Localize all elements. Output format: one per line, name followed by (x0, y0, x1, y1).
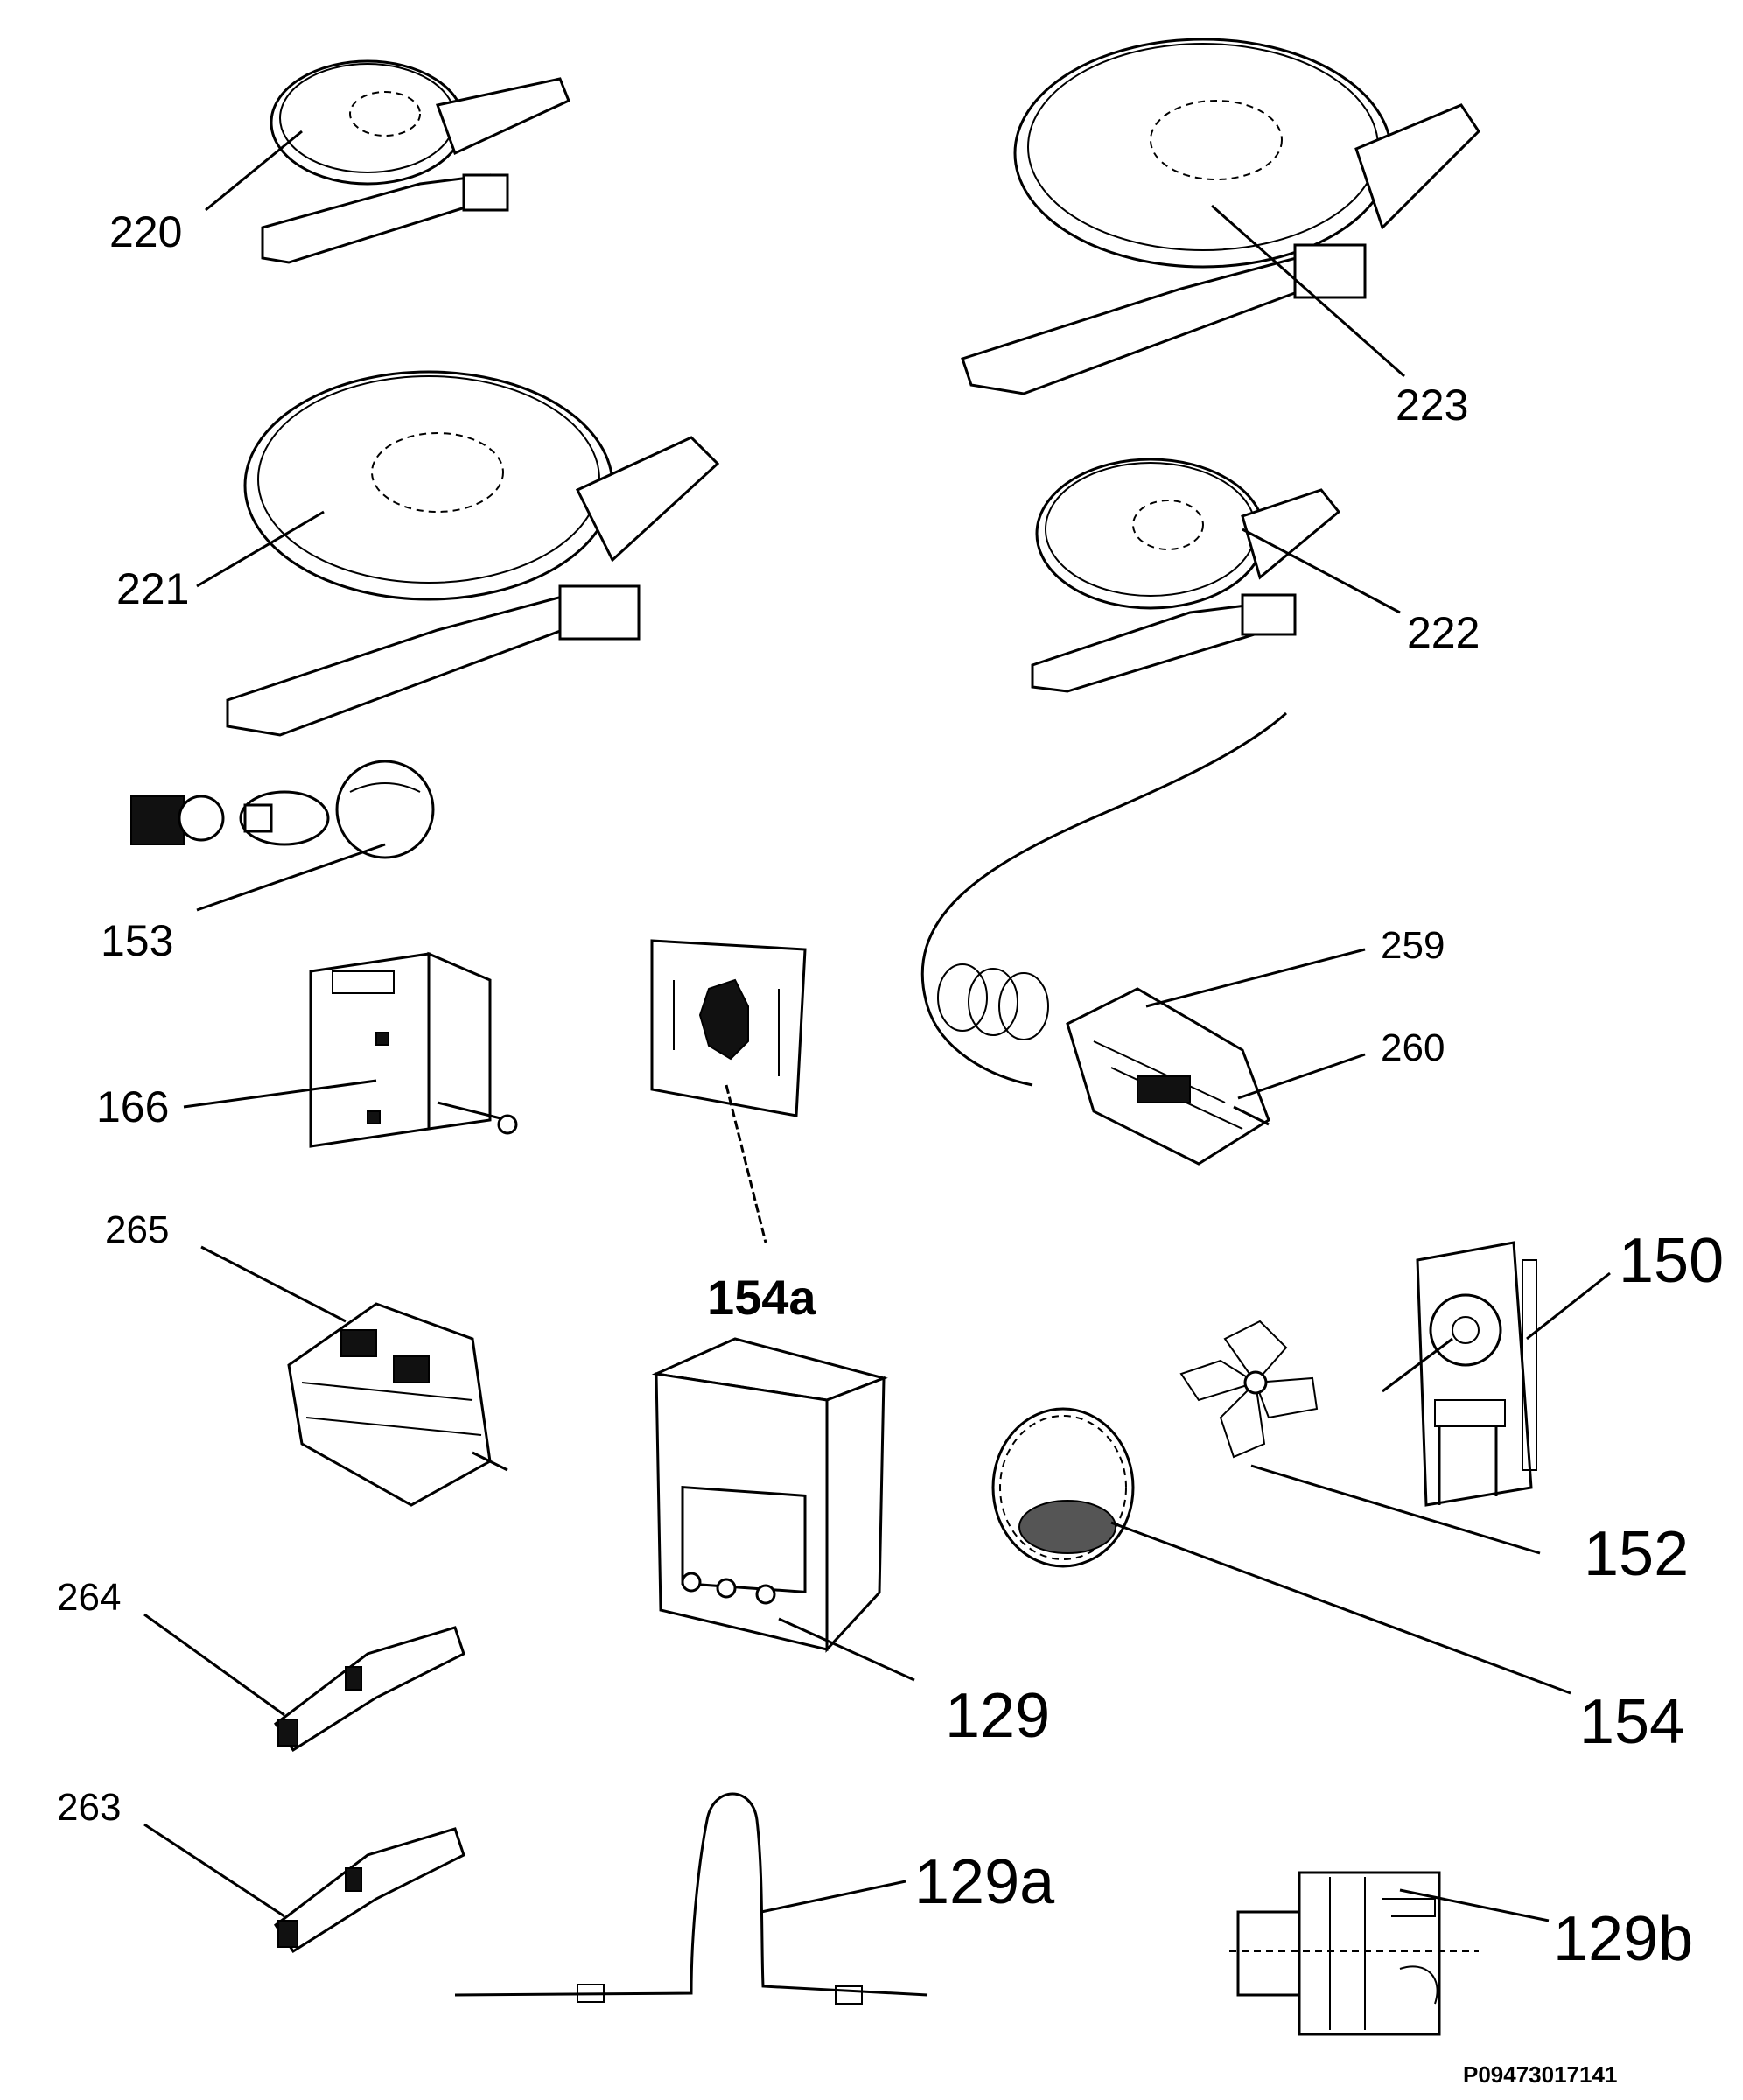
sticker-154a (650, 939, 807, 1117)
fan-grille-154 (991, 1407, 1135, 1568)
label-259: 259 (1381, 924, 1445, 967)
label-260: 260 (1381, 1026, 1445, 1069)
switch-263 (273, 1827, 466, 1954)
label-220: 220 (109, 207, 182, 256)
hotplate-223 (961, 38, 1480, 396)
fan-motor-150 (1382, 1241, 1537, 1507)
label-129: 129 (945, 1681, 1050, 1751)
lamp-153 (130, 760, 435, 859)
hotplate-222 (1031, 458, 1341, 693)
label-223: 223 (1396, 381, 1468, 430)
capillary-thermostat (920, 711, 1288, 1166)
fan-blade-152 (1180, 1320, 1319, 1459)
selector-switch-265 (287, 1302, 508, 1507)
sensor-129a (454, 1792, 928, 2005)
label-153: 153 (101, 916, 173, 965)
label-166: 166 (96, 1082, 169, 1131)
hotplate-221 (226, 370, 720, 737)
drawing-code: P09473017141 (1463, 2062, 1617, 2088)
label-129a: 129a (914, 1847, 1055, 1917)
timer-129 (651, 1337, 888, 1653)
label-154: 154 (1579, 1687, 1684, 1757)
thermostat-129b (1229, 1871, 1479, 2036)
label-154a: 154a (707, 1270, 816, 1325)
label-129b: 129b (1553, 1904, 1693, 1974)
label-152: 152 (1584, 1519, 1689, 1589)
label-264: 264 (57, 1576, 121, 1619)
label-222: 222 (1407, 608, 1480, 657)
relay-166 (309, 951, 518, 1148)
hotplate-220 (261, 60, 570, 264)
label-150: 150 (1619, 1226, 1724, 1296)
label-221: 221 (116, 564, 189, 613)
label-263: 263 (57, 1786, 121, 1829)
switch-264 (273, 1626, 466, 1753)
label-265: 265 (105, 1208, 169, 1251)
